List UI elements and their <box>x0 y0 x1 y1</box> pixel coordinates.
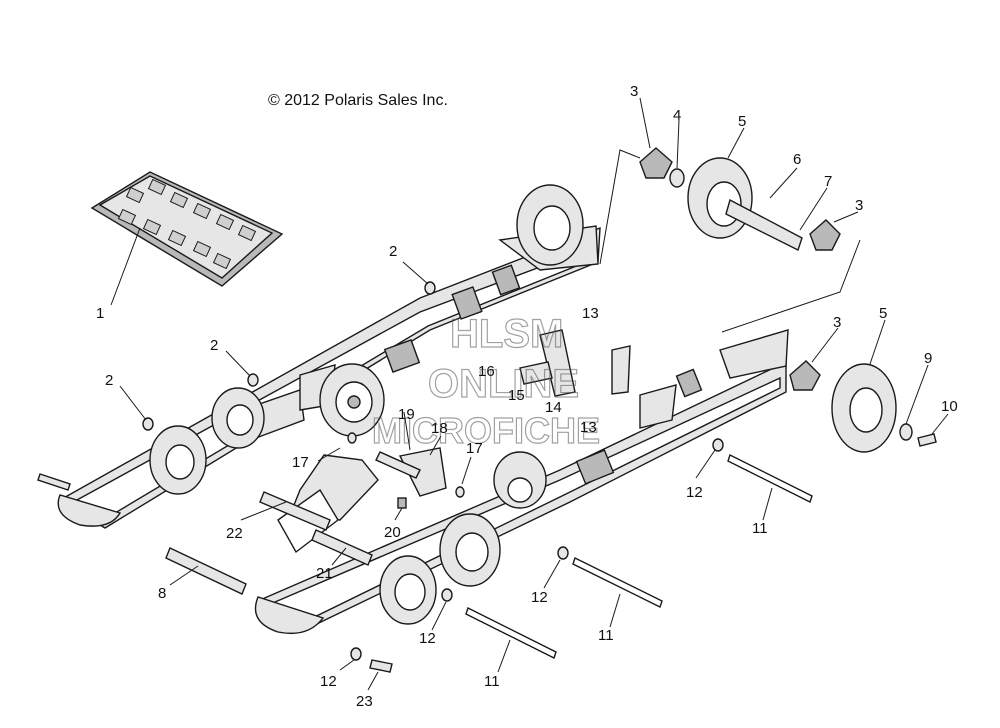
watermark-line-2: ONLINE <box>428 362 579 406</box>
callout-2: 2 <box>389 243 397 260</box>
callout-14: 14 <box>545 399 562 416</box>
callout-8: 8 <box>158 585 166 602</box>
leader-lines <box>110 97 949 691</box>
callout-13: 13 <box>580 419 597 436</box>
callout-22: 22 <box>226 525 243 542</box>
callout-1: 1 <box>96 305 104 322</box>
copyright-text: © 2012 Polaris Sales Inc. <box>268 92 448 109</box>
callout-5: 5 <box>879 305 887 322</box>
callout-11: 11 <box>598 627 614 644</box>
center-bracket-group <box>259 432 465 566</box>
callout-19: 19 <box>398 406 415 423</box>
callout-2: 2 <box>105 372 113 389</box>
rail-right-wheels <box>379 451 547 625</box>
callout-4: 4 <box>673 107 681 124</box>
callout-17: 17 <box>292 454 309 471</box>
callout-7: 7 <box>824 173 832 190</box>
callout-12: 12 <box>320 673 337 690</box>
callout-15: 15 <box>508 387 525 404</box>
callout-3: 3 <box>855 197 863 214</box>
callout-16: 16 <box>478 363 495 380</box>
callout-10: 10 <box>941 398 958 415</box>
callout-12: 12 <box>419 630 436 647</box>
rail-rear-wheel-upper <box>516 184 584 266</box>
callout-2: 2 <box>210 337 218 354</box>
callout-20: 20 <box>384 524 401 541</box>
callout-18: 18 <box>431 420 448 437</box>
watermark-line-1: HLSM <box>450 312 563 356</box>
callout-13: 13 <box>582 305 599 322</box>
lower-exploded-wheel-group <box>789 360 937 453</box>
callout-3: 3 <box>630 83 638 100</box>
callout-23: 23 <box>356 693 373 710</box>
callout-9: 9 <box>924 350 932 367</box>
callout-5: 5 <box>738 113 746 130</box>
washers <box>142 281 724 661</box>
upper-exploded-axle-group <box>639 147 841 251</box>
part-1-slider-block <box>90 171 284 287</box>
watermark-line-3: MICROFICHE <box>372 410 600 451</box>
callout-11: 11 <box>484 673 500 690</box>
callout-6: 6 <box>793 151 801 168</box>
callout-17: 17 <box>466 440 483 457</box>
callout-numbers: 1 2 2 2 3 3 3 4 5 5 6 7 8 9 10 11 11 11 … <box>96 83 958 710</box>
shafts-and-bolts <box>37 454 813 673</box>
watermark: HLSM ONLINE MICROFICHE <box>371 311 600 451</box>
callout-12: 12 <box>531 589 548 606</box>
callout-21: 21 <box>316 565 333 582</box>
rail-left-wheels <box>149 363 385 495</box>
callout-11: 11 <box>752 520 768 537</box>
brackets-13-14-16 <box>519 329 631 397</box>
callout-3: 3 <box>833 314 841 331</box>
callout-12: 12 <box>686 484 703 501</box>
